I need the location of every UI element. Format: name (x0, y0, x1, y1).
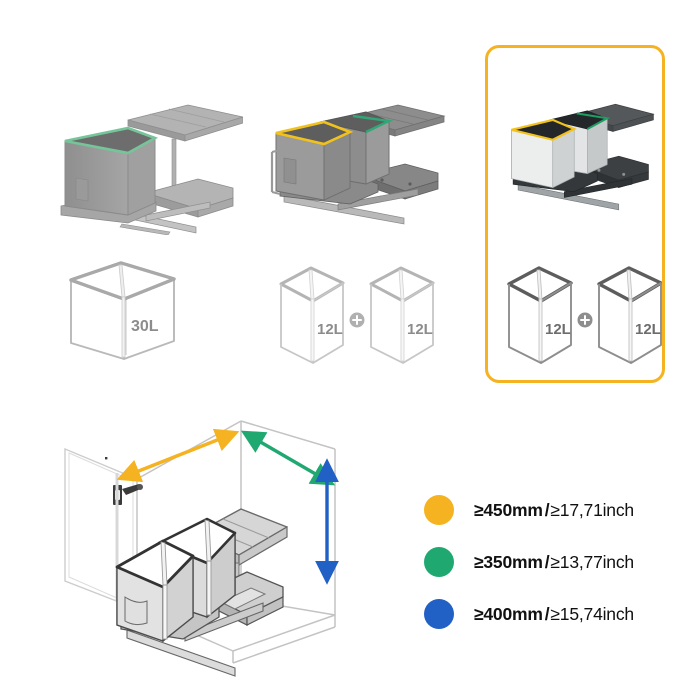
legend-separator: / (544, 551, 550, 572)
bin-rim-green (352, 114, 394, 134)
dimension-legend: ≥450mm/≥17,71inch ≥350mm/≥13,77inch ≥400… (424, 484, 674, 640)
capacity-cell-variant-1: 30L (65, 255, 180, 365)
legend-dot-blue (424, 599, 454, 629)
capacity-label: 12L (407, 321, 433, 338)
legend-value-mm: ≥400mm (474, 603, 543, 624)
lid-panel (127, 104, 243, 142)
plus-separator-icon (349, 312, 365, 328)
legend-separator: / (544, 603, 550, 624)
depth-dimension-arrow (240, 430, 336, 486)
capacity-label: 30L (131, 318, 159, 335)
bin-front-12l (511, 118, 577, 189)
legend-row-height: ≥400mm/≥15,74inch (424, 588, 674, 640)
legend-dot-green (424, 547, 454, 577)
bin-front-12l (275, 120, 354, 201)
legend-label-depth: ≥350mm/≥13,77inch (474, 552, 634, 573)
legend-dot-orange (424, 495, 454, 525)
legend-separator: / (544, 499, 550, 520)
legend-value-mm: ≥350mm (474, 551, 543, 572)
bin-rim-yellow (275, 120, 354, 146)
capacity-cell-variant-3: 12L 12L (505, 262, 665, 367)
capacity-label: 12L (545, 321, 571, 338)
bin-outline-right: 12L (369, 266, 435, 364)
legend-label-height: ≥400mm/≥15,74inch (474, 604, 634, 625)
cabinet-installation-diagram (55, 415, 355, 680)
bin-rim-green (576, 112, 611, 130)
width-dimension-arrow (116, 428, 240, 483)
bin-rim-green (64, 126, 159, 155)
product-illustration-variant-2 (258, 92, 458, 232)
capacity-label: 12L (635, 321, 661, 338)
pullout-frame (119, 178, 234, 235)
bin-30l (64, 126, 159, 216)
pullout-unit-inside-cabinet (115, 508, 288, 677)
legend-value-mm: ≥450mm (474, 499, 543, 520)
legend-value-inch: ≥17,71inch (550, 499, 634, 520)
legend-row-width: ≥450mm/≥17,71inch (424, 484, 674, 536)
bin-outline-left: 12L (279, 266, 345, 364)
product-illustration-variant-1 (28, 75, 243, 235)
bin-rim-yellow (511, 118, 577, 141)
legend-value-inch: ≥13,77inch (550, 551, 634, 572)
legend-row-depth: ≥350mm/≥13,77inch (424, 536, 674, 588)
plus-separator-icon (577, 312, 593, 328)
legend-label-width: ≥450mm/≥17,71inch (474, 500, 634, 521)
bin-front (115, 539, 195, 643)
bin-outline-left: 12L (507, 266, 573, 364)
product-illustration-variant-3 (495, 95, 660, 215)
legend-value-inch: ≥15,74inch (550, 603, 634, 624)
capacity-cell-variant-2: 12L 12L (277, 262, 437, 367)
capacity-label: 12L (317, 321, 343, 338)
bin-outline-right: 12L (597, 266, 663, 364)
